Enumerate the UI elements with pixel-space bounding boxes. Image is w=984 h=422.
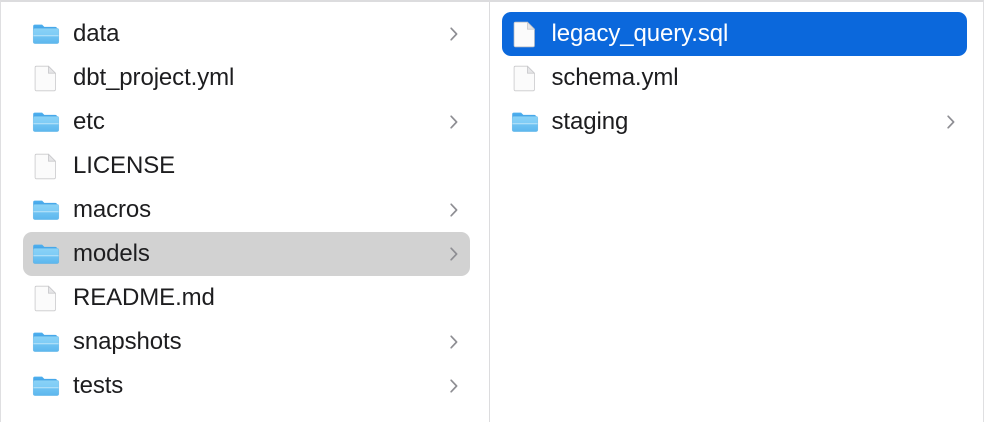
chevron-right-icon[interactable] — [448, 376, 460, 396]
file-row-label: LICENSE — [73, 152, 176, 179]
file-row[interactable]: etc — [23, 100, 470, 144]
chevron-right-icon[interactable] — [945, 112, 957, 132]
file-row-label: tests — [73, 372, 124, 399]
file-row-label: staging — [551, 108, 629, 135]
file-column-parent[interactable]: data dbt_project.yml — [1, 2, 490, 422]
chevron-right-icon[interactable] — [448, 244, 460, 264]
file-row-label: schema.yml — [551, 64, 679, 91]
file-row[interactable]: staging — [502, 100, 968, 144]
file-row-label: legacy_query.sql — [551, 20, 729, 47]
document-icon — [31, 151, 61, 181]
file-column-child[interactable]: legacy_query.sql schema.yml — [489, 2, 983, 422]
folder-icon — [31, 327, 61, 357]
file-row-label: snapshots — [73, 328, 182, 355]
document-icon — [31, 283, 61, 313]
chevron-right-icon[interactable] — [448, 332, 460, 352]
file-row[interactable]: LICENSE — [23, 144, 470, 188]
file-row[interactable]: dbt_project.yml — [23, 56, 470, 100]
file-row-label: models — [73, 240, 150, 267]
file-row[interactable]: models — [23, 232, 470, 276]
file-row[interactable]: data — [23, 12, 470, 56]
folder-icon — [31, 239, 61, 269]
folder-icon — [31, 371, 61, 401]
folder-icon — [31, 19, 61, 49]
file-row-label: etc — [73, 108, 105, 135]
folder-icon — [31, 195, 61, 225]
document-icon — [510, 63, 540, 93]
chevron-right-icon[interactable] — [448, 200, 460, 220]
file-row-label: README.md — [73, 284, 215, 311]
folder-icon — [510, 107, 540, 137]
chevron-right-icon[interactable] — [448, 24, 460, 44]
file-row[interactable]: schema.yml — [502, 56, 968, 100]
document-icon — [31, 63, 61, 93]
chevron-right-icon[interactable] — [448, 112, 460, 132]
file-row[interactable]: snapshots — [23, 320, 470, 364]
file-row-label: dbt_project.yml — [73, 64, 235, 91]
folder-icon — [31, 107, 61, 137]
file-row[interactable]: legacy_query.sql — [501, 12, 967, 56]
document-icon — [510, 19, 540, 49]
file-row[interactable]: macros — [23, 188, 470, 232]
file-row-label: macros — [73, 196, 152, 223]
file-row-label: data — [73, 20, 120, 47]
file-row[interactable]: tests — [23, 364, 470, 408]
file-row[interactable]: README.md — [23, 276, 470, 320]
